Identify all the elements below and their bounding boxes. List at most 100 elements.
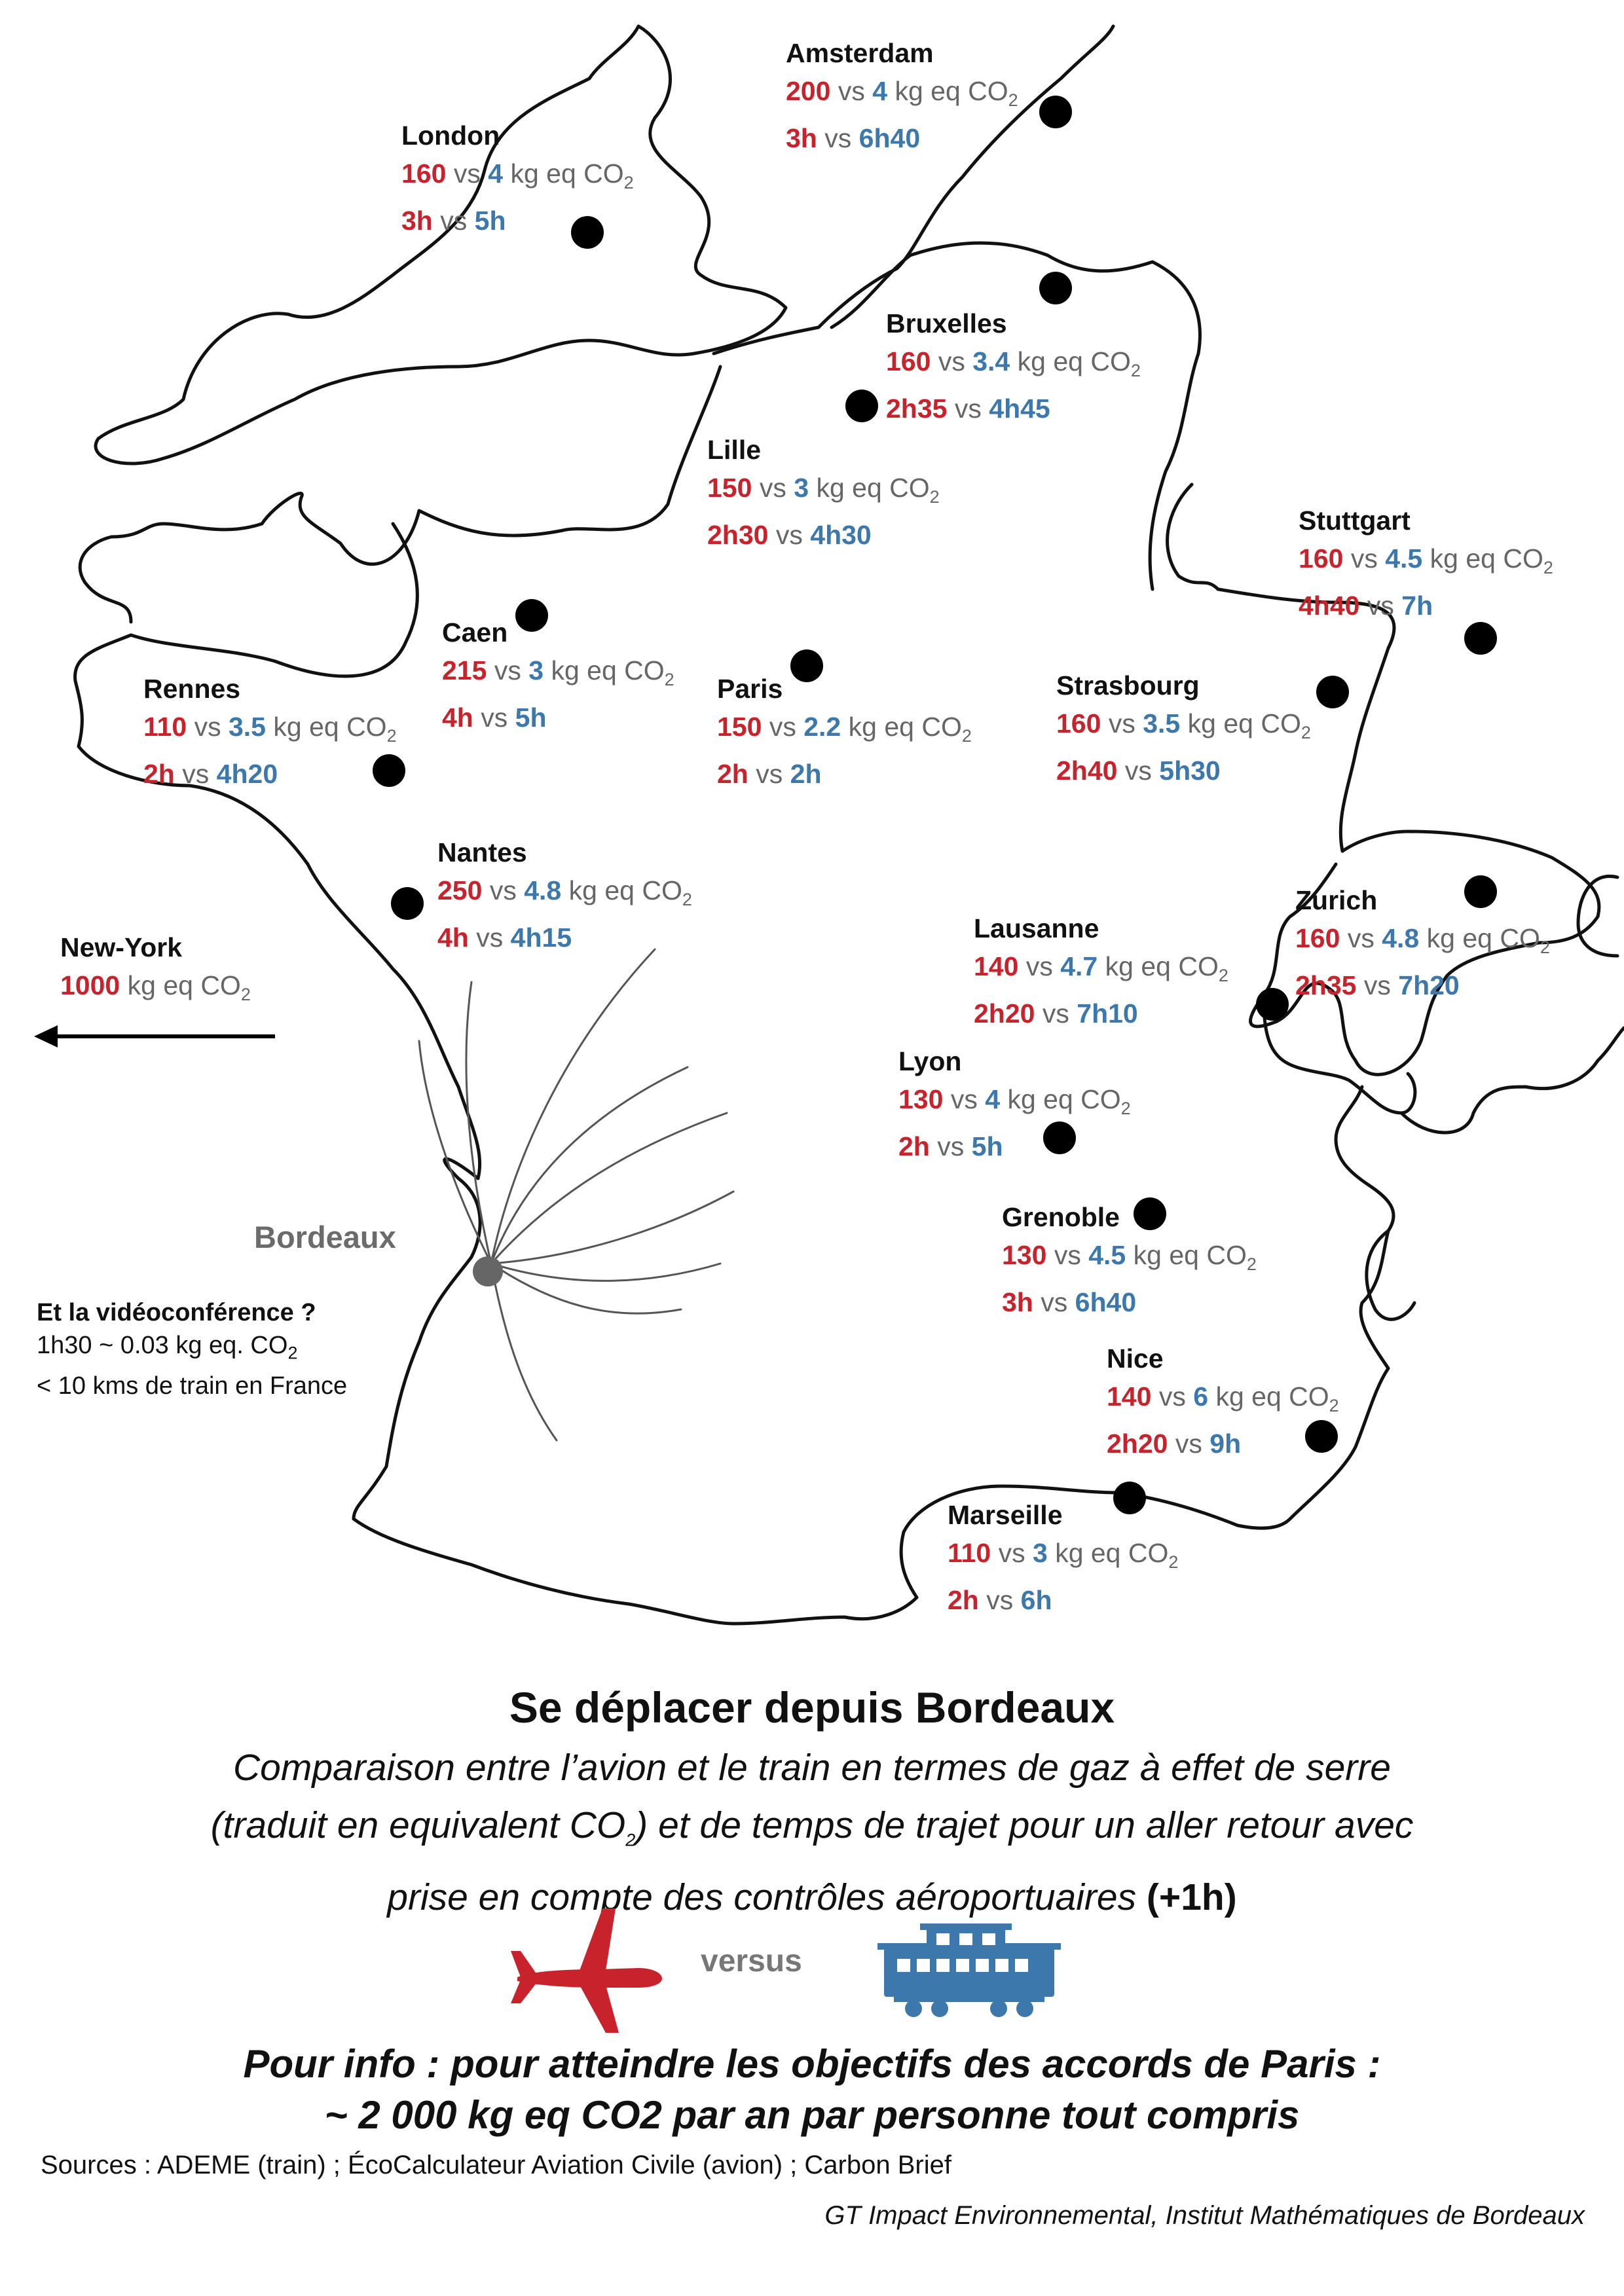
train-time: 4h15 (510, 922, 572, 953)
city-name: Strasbourg (1056, 670, 1200, 701)
airplane-icon (511, 1908, 662, 2033)
vs-text: vs (1124, 756, 1152, 786)
train-time: 5h (474, 206, 506, 236)
plane-co2: 200 (786, 76, 831, 106)
vs-text: vs (440, 206, 468, 236)
plane-co2: 130 (1002, 1240, 1047, 1270)
plane-co2: 110 (143, 712, 187, 742)
train-co2: 6 (1193, 1381, 1209, 1412)
train-co2: 4 (488, 158, 504, 189)
co2-unit: kg eq CO (551, 655, 665, 685)
plane-time: 4h (442, 702, 473, 733)
vs-text: vs (453, 158, 481, 189)
vs-text: vs (938, 346, 965, 376)
co2-subscript: 2 (1008, 90, 1018, 111)
flight-arc (490, 948, 656, 1265)
train-co2: 4 (872, 76, 888, 106)
plane-co2: 160 (1299, 543, 1344, 574)
co2-line: 130 vs 4.5 kg eq CO2 (1002, 1236, 1257, 1283)
plane-time: 2h35 (886, 393, 948, 424)
train-co2: 4.5 (1385, 543, 1423, 574)
vs-text: vs (481, 702, 508, 733)
vs-text: vs (476, 922, 504, 953)
vs-text: vs (986, 1585, 1014, 1616)
plane-co2: 150 (717, 712, 762, 742)
city-name: Nantes (437, 837, 527, 867)
time-line: 3h vs 5h (401, 202, 634, 240)
city-dot-stuttgart (1464, 622, 1497, 655)
train-co2: 4.5 (1088, 1240, 1126, 1270)
plane-co2: 140 (1107, 1381, 1152, 1412)
time-line: 2h35 vs 7h20 (1295, 966, 1550, 1004)
co2-subscript: 2 (1301, 723, 1311, 743)
train-wagon-icon (877, 1923, 1061, 2017)
co2-line: 140 vs 6 kg eq CO2 (1107, 1377, 1339, 1425)
train-co2: 3 (528, 655, 544, 685)
plane-time: 3h (1002, 1287, 1033, 1318)
plane-co2: 160 (401, 158, 447, 189)
flight-arc (490, 1112, 728, 1265)
co2-line: 200 vs 4 kg eq CO2 (786, 72, 1018, 119)
train-co2: 4.8 (1382, 923, 1420, 953)
co2-subscript: 2 (961, 726, 972, 746)
city-dot-rennes (373, 754, 405, 787)
train-time: 4h30 (810, 520, 872, 551)
city-dot-nantes (391, 887, 424, 920)
germany-border (1166, 483, 1220, 591)
train-time: 6h40 (858, 123, 921, 154)
train-time: 2h (790, 759, 822, 790)
plane-time: 4h40 (1299, 591, 1360, 621)
train-co2: 3.5 (1143, 708, 1181, 738)
co2-subscript: 2 (386, 726, 397, 746)
benelux-border (830, 241, 1202, 591)
vs-text: vs (824, 123, 852, 154)
train-time: 4h45 (989, 393, 1050, 424)
co2-unit: kg eq CO (1430, 543, 1543, 574)
co2-line: 130 vs 4 kg eq CO2 (898, 1080, 1131, 1127)
train-co2: 3.4 (972, 346, 1010, 376)
co2-line: 160 vs 3.5 kg eq CO2 (1056, 704, 1311, 752)
co2-subscript: 2 (1130, 361, 1141, 381)
vs-text: vs (1175, 1429, 1202, 1459)
city-dot-nice (1305, 1420, 1338, 1453)
co2-unit: kg eq CO (510, 158, 624, 189)
time-line: 4h40 vs 7h (1299, 587, 1553, 625)
city-dot-grenoble (1134, 1197, 1166, 1230)
train-time: 5h (971, 1131, 1003, 1162)
origin-label: Bordeaux (254, 1220, 396, 1254)
city-name: Grenoble (1002, 1202, 1120, 1232)
train-co2: 2.2 (803, 712, 841, 742)
plane-co2: 215 (442, 655, 487, 685)
credit: GT Impact Environnemental, Institut Math… (824, 2201, 1585, 2230)
england-coast (94, 24, 788, 465)
flight-arc (490, 1262, 682, 1315)
vs-text: vs (1347, 923, 1375, 953)
co2-line: 150 vs 2.2 kg eq CO2 (717, 708, 972, 755)
co2-unit: kg eq CO (568, 875, 682, 905)
time-line: 2h vs 6h (948, 1581, 1178, 1619)
co2-subscript: 2 (1329, 1396, 1339, 1416)
plane-co2: 140 (974, 951, 1019, 981)
city-name: Paris (717, 674, 783, 704)
bordeaux-origin-dot (473, 1256, 503, 1286)
co2-subscript: 2 (1168, 1552, 1179, 1573)
co2-subscript: 2 (623, 173, 634, 193)
co2-unit: kg eq CO (1426, 923, 1540, 953)
time-line: 4h vs 5h (442, 699, 674, 737)
time-line: 4h vs 4h15 (437, 919, 692, 957)
vs-text: vs (489, 875, 517, 905)
city-dot-zurich (1464, 875, 1497, 908)
co2-line: 160 vs 4 kg eq CO2 (401, 155, 634, 202)
vs-text: vs (769, 712, 796, 742)
co2-subscript: 2 (929, 487, 940, 507)
city-name: Stuttgart (1299, 505, 1411, 536)
